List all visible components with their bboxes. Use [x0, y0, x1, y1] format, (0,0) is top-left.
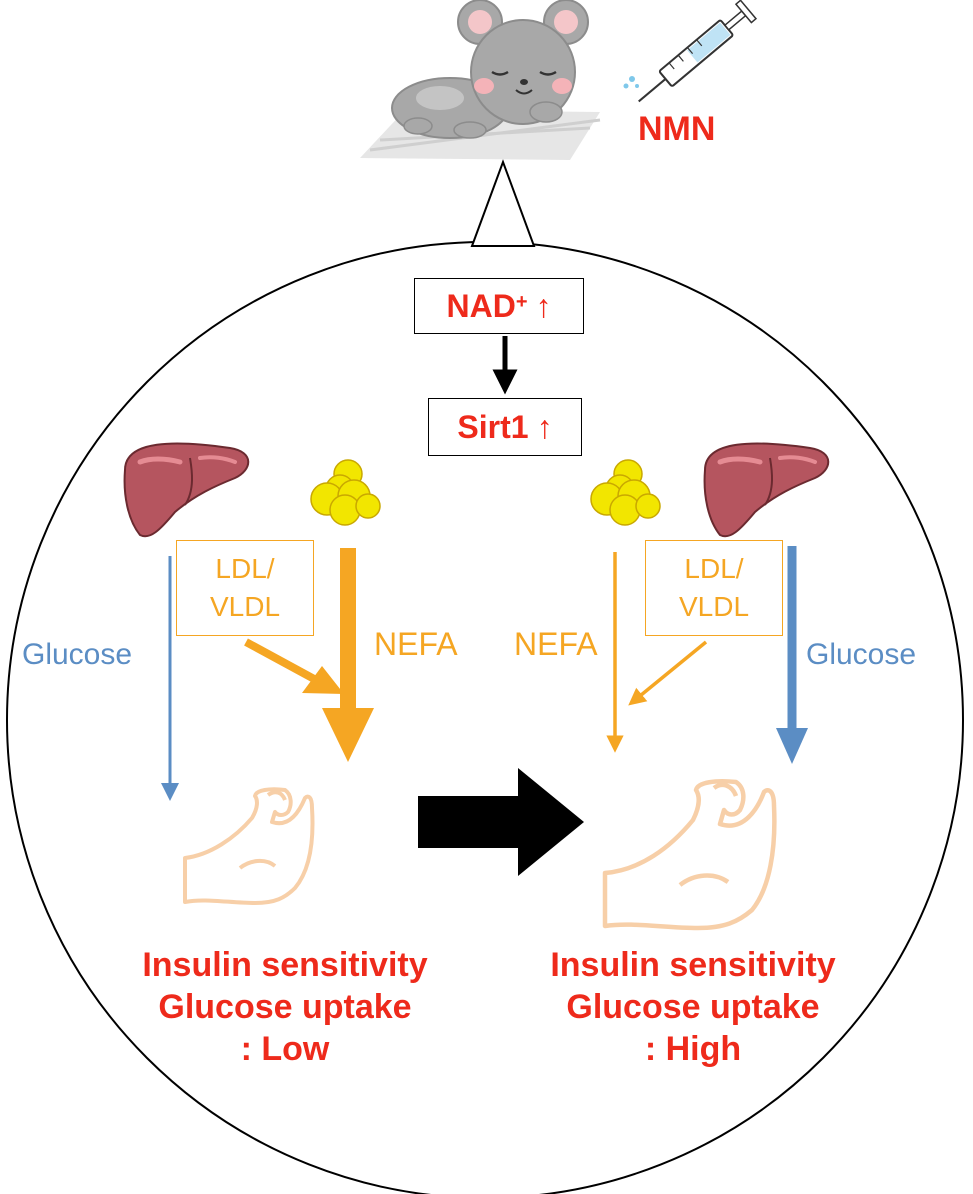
mouse-icon [360, 0, 601, 160]
right-lipoprotein-arrow [628, 640, 708, 706]
right-outcome-line1: Insulin sensitivity [550, 946, 836, 984]
left-outcome: Insulin sensitivity Glucose uptake : Low [100, 944, 470, 1070]
left-lipoprotein-line2: VLDL [209, 591, 281, 622]
syringe-droplets [623, 76, 639, 89]
right-outcome-line3: : High [644, 1030, 742, 1068]
right-lipoprotein-line1: LDL/ [684, 553, 744, 584]
liver-icon [123, 442, 250, 538]
nad-up-arrow: ↑ [535, 287, 552, 324]
right-nefa-label: NEFA [514, 626, 598, 662]
right-outcome: Insulin sensitivity Glucose uptake : Hig… [508, 944, 878, 1070]
muscle-icon [183, 787, 315, 905]
left-outcome-line1: Insulin sensitivity [142, 946, 428, 984]
nmn-label: NMN [638, 110, 716, 148]
transition-arrow [418, 768, 584, 876]
adipose-icon [590, 459, 661, 526]
left-nefa-label: NEFA [374, 626, 458, 662]
sirt1-up-arrow: ↑ [536, 408, 553, 445]
nad-label: NAD [446, 287, 516, 324]
right-glucose-arrowhead [776, 728, 808, 764]
adipose-icon [310, 459, 381, 526]
right-glucose-label: Glucose [806, 638, 917, 671]
callout-triangle [470, 159, 536, 247]
muscle-icon [602, 779, 777, 931]
syringe-icon [638, 0, 758, 103]
left-outcome-line3: : Low [240, 1030, 330, 1068]
nad-superscript: + [515, 290, 528, 313]
liver-icon [703, 442, 830, 538]
right-lipoprotein-line2: VLDL [678, 591, 750, 622]
left-outcome-line2: Glucose uptake [158, 988, 412, 1026]
left-glucose-label: Glucose [22, 638, 133, 671]
left-lipoprotein-box: LDL/ VLDL [176, 540, 314, 636]
left-lipoprotein-line1: LDL/ [215, 553, 275, 584]
nad-box: NAD+ ↑ [414, 278, 584, 334]
sirt1-label: Sirt1 [457, 408, 529, 445]
sirt1-box: Sirt1↑ [428, 398, 582, 456]
left-lipoprotein-arrow [244, 638, 318, 684]
left-nefa-arrowhead [322, 708, 374, 762]
right-lipoprotein-box: LDL/ VLDL [645, 540, 783, 636]
right-outcome-line2: Glucose uptake [566, 988, 820, 1026]
left-lipoprotein-arrowhead [302, 666, 344, 694]
